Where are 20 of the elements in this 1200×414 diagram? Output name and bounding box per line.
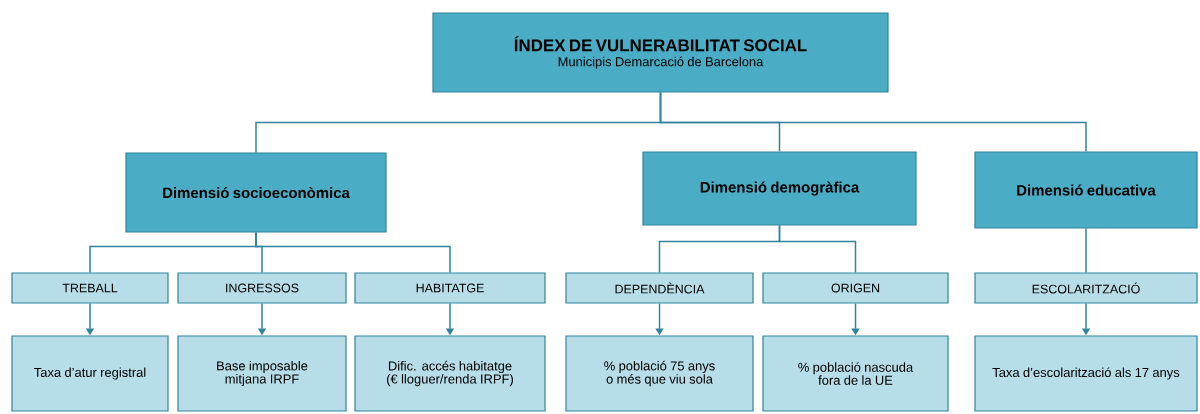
- dimension-box: Dimensió educativa: [974, 151, 1198, 229]
- indicator-box: Base imposable mitjana IRPF: [177, 335, 347, 412]
- category-box: TREBALL: [11, 272, 169, 304]
- category-box: INGRESSOS: [177, 272, 347, 304]
- category-box: ESCOLARITZACIÓ: [974, 272, 1198, 304]
- category-box: HABITATGE: [354, 272, 546, 304]
- indicator-box: Dific. accés habitatge (€ lloguer/renda IRPF): [354, 335, 546, 412]
- indicator-box: % població nascuda fora de la UE: [762, 335, 949, 412]
- category-box: DEPENDÈNCIA: [565, 272, 754, 304]
- dimension-box: Dimensió socioeconòmica: [125, 152, 387, 233]
- connector-line: [1085, 227, 1087, 274]
- indicator-box: Taxa d’atur registral: [11, 335, 169, 412]
- connector-line: [659, 91, 1087, 153]
- connector-line: [255, 231, 451, 274]
- indicator-box: Taxa d’escolarització als 17 anys: [974, 335, 1198, 412]
- category-box: ORIGEN: [762, 272, 949, 304]
- indicator-box: % població 75 anys o més que viu sola: [565, 335, 754, 412]
- dimension-box: Dimensió demogràfica: [642, 151, 917, 226]
- title-box: ÍNDEX DE VULNERABILITAT SOCIAL Municipis Demarcació de Barcelona: [432, 12, 889, 93]
- connector-line: [778, 224, 857, 274]
